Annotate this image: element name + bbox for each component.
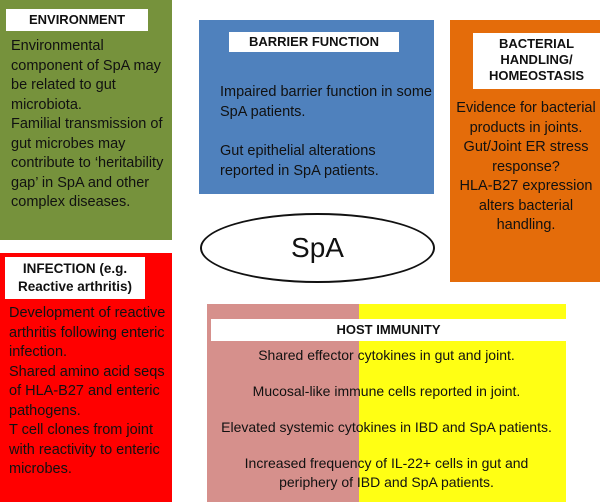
- bacterial-paragraph-2: Gut/Joint ER stress response?: [463, 139, 589, 175]
- host-paragraph-3: Elevated systemic cytokines in IBD and S…: [221, 419, 552, 435]
- infection-text: Development of reactive arthritis follow…: [9, 304, 172, 480]
- spa-label: SpA: [291, 232, 344, 263]
- infection-paragraph-2: Shared amino acid seqs of HLA-B27 and en…: [9, 363, 165, 419]
- infection-title: INFECTION (e.g. Reactive arthritis): [5, 257, 145, 299]
- infection-box: INFECTION (e.g. Reactive arthritis) Deve…: [0, 253, 172, 502]
- bacterial-title-line-1: BACTERIAL: [498, 36, 575, 51]
- environment-box: ENVIRONMENT Environmental component of S…: [0, 0, 172, 240]
- host-immunity-title: HOST IMMUNITY: [211, 319, 566, 341]
- bacterial-paragraph-3: HLA-B27 expression alters bacterial hand…: [459, 178, 593, 233]
- barrier-paragraph-1: Impaired barrier function in some SpA pa…: [220, 84, 432, 120]
- host-immunity-box: HOST IMMUNITY Shared effector cytokines …: [207, 304, 566, 502]
- bacterial-paragraph-1: Evidence for bacterial products in joint…: [456, 100, 596, 136]
- infection-title-line-2: Reactive arthritis): [17, 279, 133, 294]
- spa-ellipse: SpA: [200, 213, 435, 283]
- bacterial-handling-text: Evidence for bacterial products in joint…: [454, 99, 598, 236]
- environment-paragraph-2: Familial transmission of gut microbes ma…: [11, 116, 164, 210]
- environment-text: Environmental component of SpA may be re…: [11, 37, 171, 213]
- environment-paragraph-1: Environmental component of SpA may be re…: [11, 38, 161, 113]
- host-immunity-text: Shared effector cytokines in gut and joi…: [207, 346, 566, 492]
- bacterial-handling-title: BACTERIAL HANDLING/ HOMEOSTASIS: [473, 33, 600, 89]
- infection-paragraph-1: Development of reactive arthritis follow…: [9, 305, 166, 360]
- infection-paragraph-3: T cell clones from joint with reactivity…: [9, 422, 160, 477]
- barrier-function-box: BARRIER FUNCTION Impaired barrier functi…: [199, 20, 434, 194]
- host-paragraph-1: Shared effector cytokines in gut and joi…: [258, 347, 515, 363]
- bacterial-handling-box: BACTERIAL HANDLING/ HOMEOSTASIS Evidence…: [450, 20, 600, 282]
- bacterial-title-line-3: HOMEOSTASIS: [488, 68, 585, 83]
- host-paragraph-2: Mucosal-like immune cells reported in jo…: [252, 383, 521, 399]
- barrier-paragraph-2: Gut epithelial alterations reported in S…: [220, 143, 379, 179]
- host-paragraph-4: Increased frequency of IL-22+ cells in g…: [244, 455, 529, 490]
- barrier-function-text: Impaired barrier function in some SpA pa…: [220, 83, 432, 181]
- infection-title-line-1: INFECTION (e.g.: [22, 261, 128, 276]
- environment-title: ENVIRONMENT: [6, 9, 148, 31]
- bacterial-title-line-2: HANDLING/: [500, 52, 573, 67]
- barrier-function-title: BARRIER FUNCTION: [229, 32, 399, 52]
